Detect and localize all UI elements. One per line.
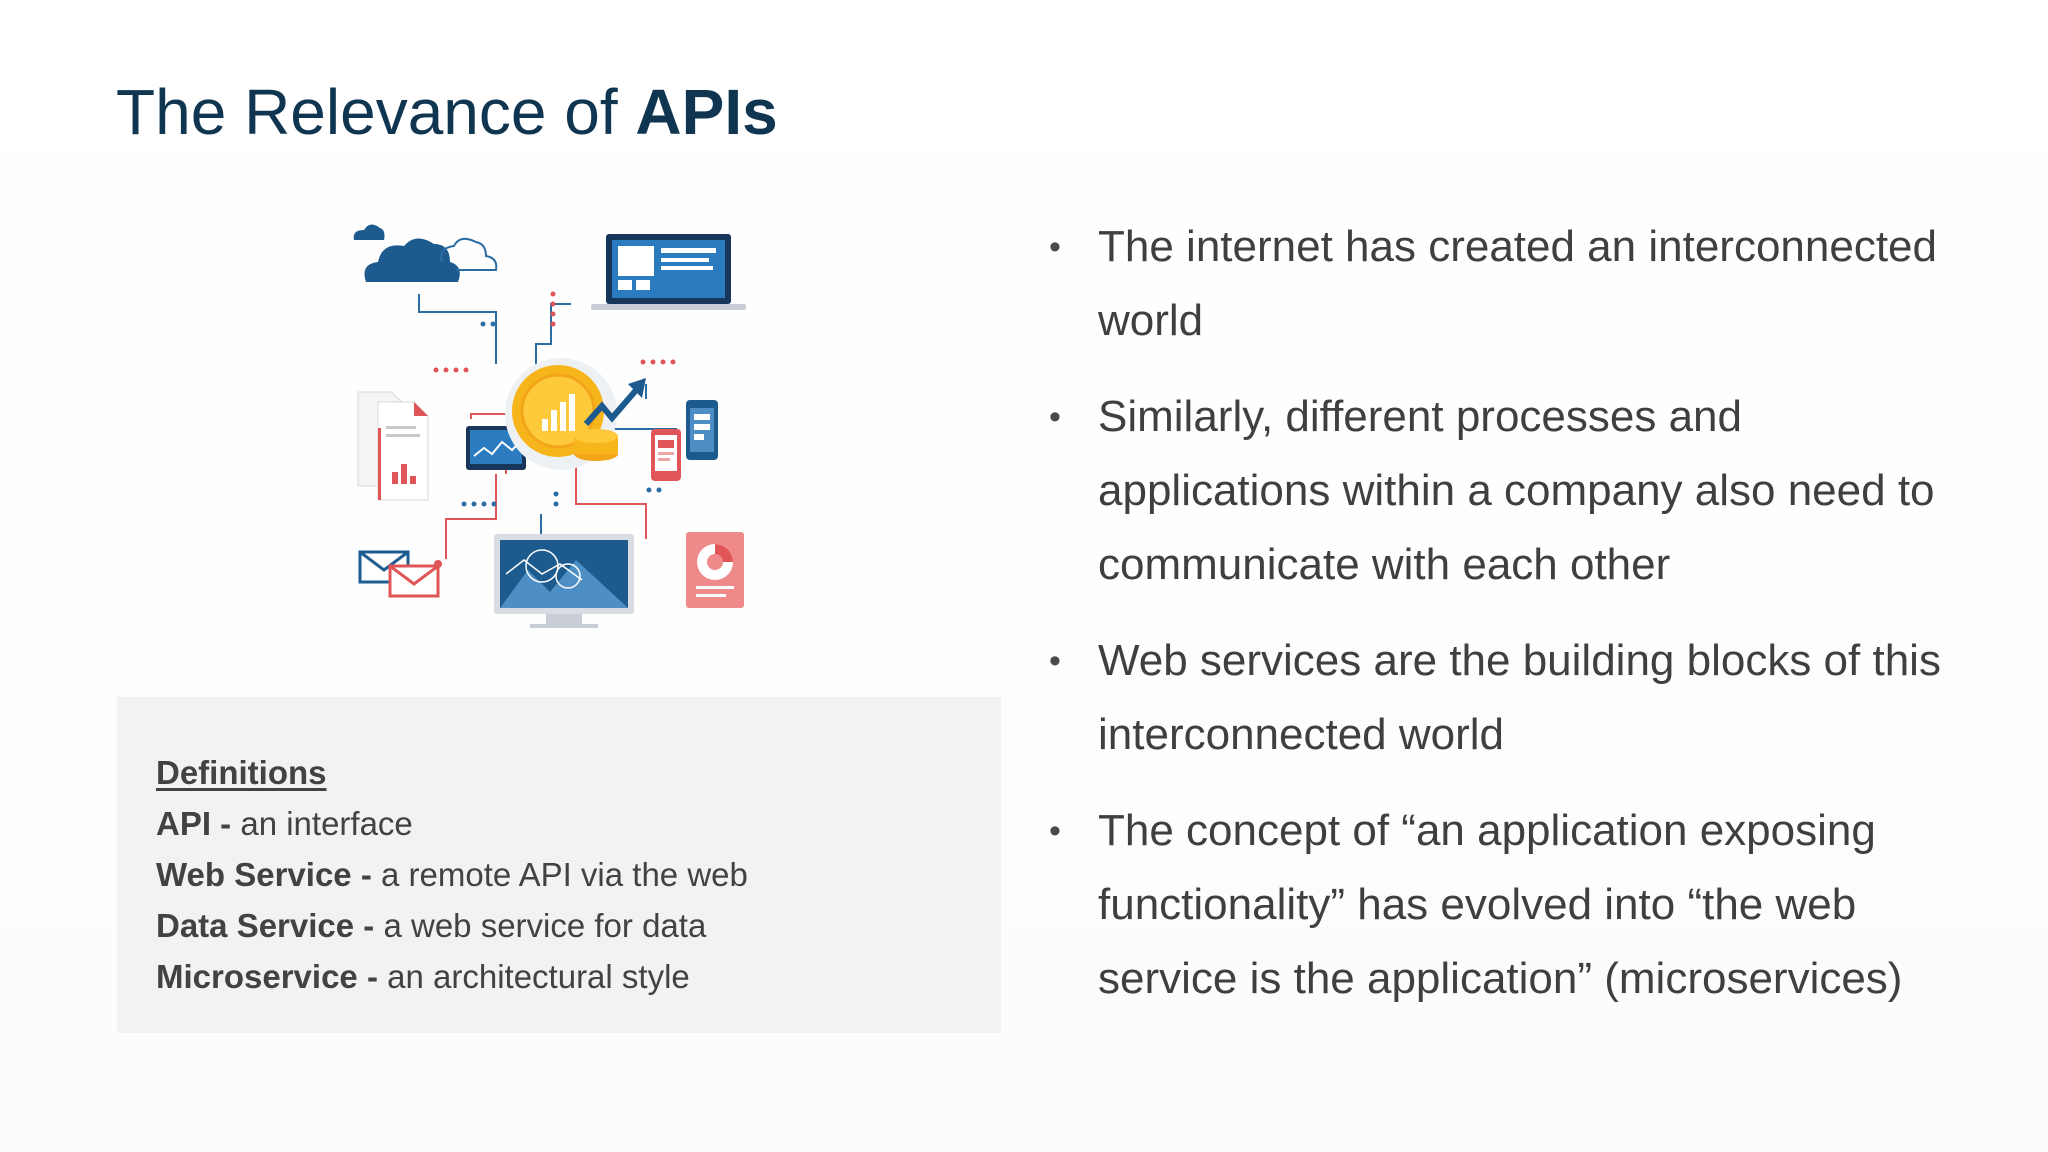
bullet-marker: •: [1049, 642, 1061, 680]
definition-microservice: Microservice - an architectural style: [156, 951, 1001, 1002]
definition-desc: a web service for data: [383, 907, 707, 944]
mail-icon: [358, 550, 442, 598]
bullet-item: • Similarly, different processes and appl…: [1046, 380, 1966, 602]
slide-title: The Relevance of APIs: [116, 72, 778, 152]
tablet-icon: [686, 400, 718, 460]
definition-term: Microservice -: [156, 958, 388, 995]
bullet-text: Web services are the building blocks of …: [1098, 636, 1941, 759]
cloud-icon: [353, 224, 498, 282]
bullet-text: The internet has created an interconnect…: [1098, 222, 1937, 345]
definition-term: Data Service -: [156, 907, 384, 944]
phone-icon: [651, 429, 681, 481]
definition-desc: a remote API via the web: [381, 856, 748, 893]
definitions-heading: Definitions: [156, 754, 327, 791]
definition-desc: an interface: [240, 805, 413, 842]
bullet-text: Similarly, different processes and appli…: [1098, 392, 1935, 589]
definition-term: API -: [156, 805, 241, 842]
document-chart-icon: [357, 391, 429, 501]
bullet-marker: •: [1049, 228, 1061, 266]
laptop-icon: [591, 234, 746, 310]
monitor-icon: [494, 534, 634, 628]
definitions-box: Definitions API - an interface Web Servi…: [117, 697, 1001, 1033]
definition-api: API - an interface: [156, 798, 1001, 849]
bullet-item: • The concept of “an application exposing…: [1046, 794, 1966, 1016]
definition-term: Web Service -: [156, 856, 381, 893]
bullet-item: • Web services are the building blocks of…: [1046, 624, 1966, 772]
pie-report-icon: [686, 532, 744, 608]
bullet-item: • The internet has created an interconnec…: [1046, 210, 1966, 358]
title-regular: The Relevance of: [116, 76, 636, 148]
bullet-text: The concept of “an application exposing …: [1098, 806, 1903, 1003]
definition-desc: an architectural style: [387, 958, 690, 995]
title-bold: APIs: [635, 76, 778, 148]
trend-arrow-icon: [574, 378, 646, 461]
definition-web-service: Web Service - a remote API via the web: [156, 849, 1001, 900]
bullet-marker: •: [1049, 812, 1061, 850]
bullet-list: • The internet has created an interconnec…: [1046, 210, 1966, 1038]
bullet-marker: •: [1049, 398, 1061, 436]
definition-data-service: Data Service - a web service for data: [156, 900, 1001, 951]
api-network-illustration: [353, 224, 746, 628]
